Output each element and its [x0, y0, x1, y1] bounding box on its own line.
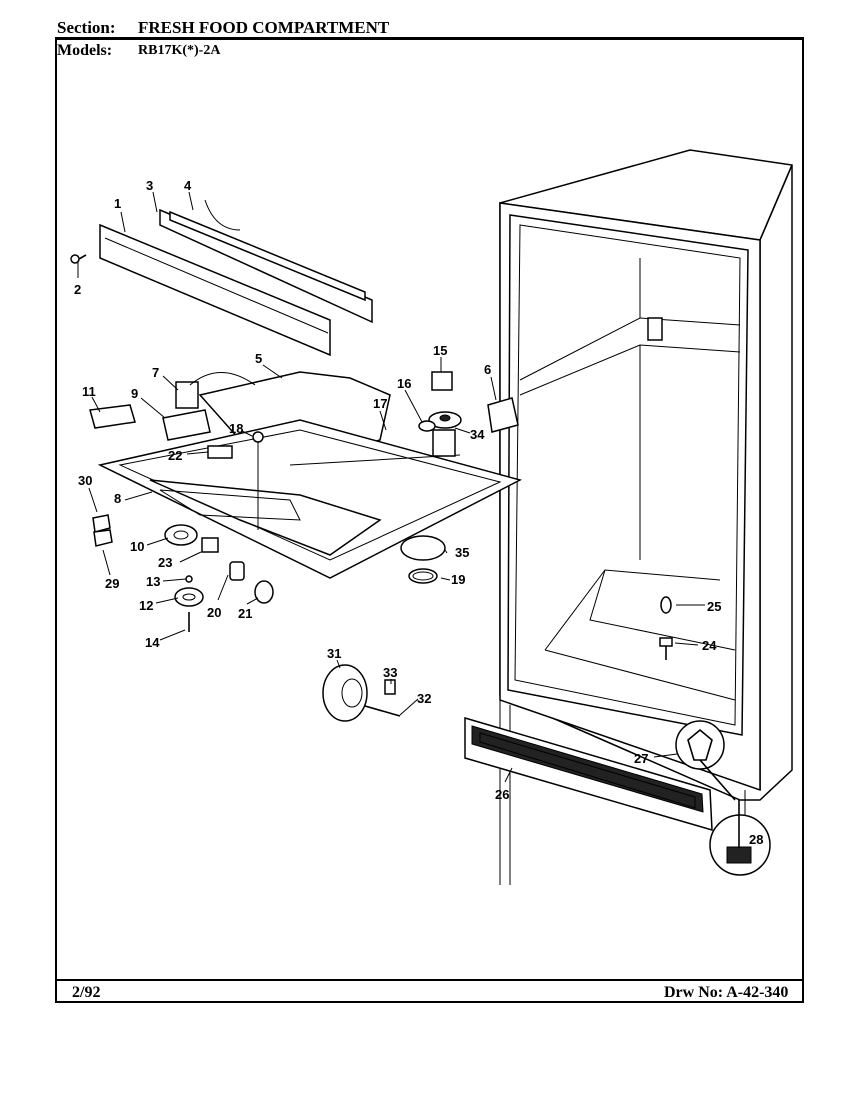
- small-parts: [92, 431, 274, 632]
- callout-15: 15: [433, 343, 447, 358]
- callout-3: 3: [146, 178, 153, 193]
- footer-rule: [55, 979, 804, 981]
- leader-lines: [77, 191, 705, 783]
- callout-27: 27: [634, 751, 648, 766]
- callout-14: 14: [145, 635, 160, 650]
- hinge-27: [675, 720, 736, 801]
- callout-6: 6: [484, 362, 491, 377]
- callout-29: 29: [105, 576, 119, 591]
- callout-31: 31: [327, 646, 341, 661]
- callout-4: 4: [184, 178, 192, 193]
- callout-32: 32: [417, 691, 431, 706]
- callout-9: 9: [131, 386, 138, 401]
- screws-24-25: [659, 596, 673, 660]
- callout-35: 35: [455, 545, 469, 560]
- callout-1: 1: [114, 196, 121, 211]
- callout-7: 7: [152, 365, 159, 380]
- callout-22: 22: [168, 448, 182, 463]
- callout-17: 17: [373, 396, 387, 411]
- callout-19: 19: [451, 572, 465, 587]
- callout-30: 30: [78, 473, 92, 488]
- callout-2: 2: [74, 282, 81, 297]
- callout-12: 12: [139, 598, 153, 613]
- bracket-7-9-11: [89, 372, 256, 441]
- callout-13: 13: [146, 574, 160, 589]
- callout-34: 34: [470, 427, 485, 442]
- callout-33: 33: [383, 665, 397, 680]
- bracket-6: [487, 397, 519, 433]
- callout-10: 10: [130, 539, 144, 554]
- pan-35-ring-19: [400, 535, 446, 584]
- callout-labels: 1 2 3 4 5 6 7 8 9 10 11 12 13 14 15 16 1…: [74, 178, 763, 847]
- callout-16: 16: [397, 376, 411, 391]
- screw-2: [70, 254, 87, 264]
- callout-25: 25: [707, 599, 721, 614]
- rails: [99, 199, 373, 357]
- callout-18: 18: [229, 421, 243, 436]
- callout-5: 5: [255, 351, 262, 366]
- control-housing: [97, 371, 523, 579]
- roller-31-32-33: [322, 664, 401, 722]
- callout-26: 26: [495, 787, 509, 802]
- model-number: RB17K(*)-2A: [138, 43, 221, 58]
- callout-23: 23: [158, 555, 172, 570]
- callout-28: 28: [749, 832, 763, 847]
- section-title: FRESH FOOD COMPARTMENT: [138, 18, 390, 37]
- callout-24: 24: [702, 638, 717, 653]
- callout-8: 8: [114, 491, 121, 506]
- drawing-frame: [55, 38, 804, 1003]
- thermostat-15-16-34: [418, 371, 462, 457]
- callout-20: 20: [207, 605, 221, 620]
- drawing-number: Drw No: A-42-340: [664, 984, 789, 1001]
- leveler-28: [709, 800, 771, 876]
- callout-11: 11: [82, 384, 96, 399]
- callout-21: 21: [238, 606, 252, 621]
- grille-26: [464, 716, 713, 832]
- models-label: Models:: [57, 42, 113, 59]
- cabinet-shell: [499, 149, 793, 885]
- revision-date: 2/92: [72, 984, 101, 1001]
- section-label: Section:: [57, 18, 116, 37]
